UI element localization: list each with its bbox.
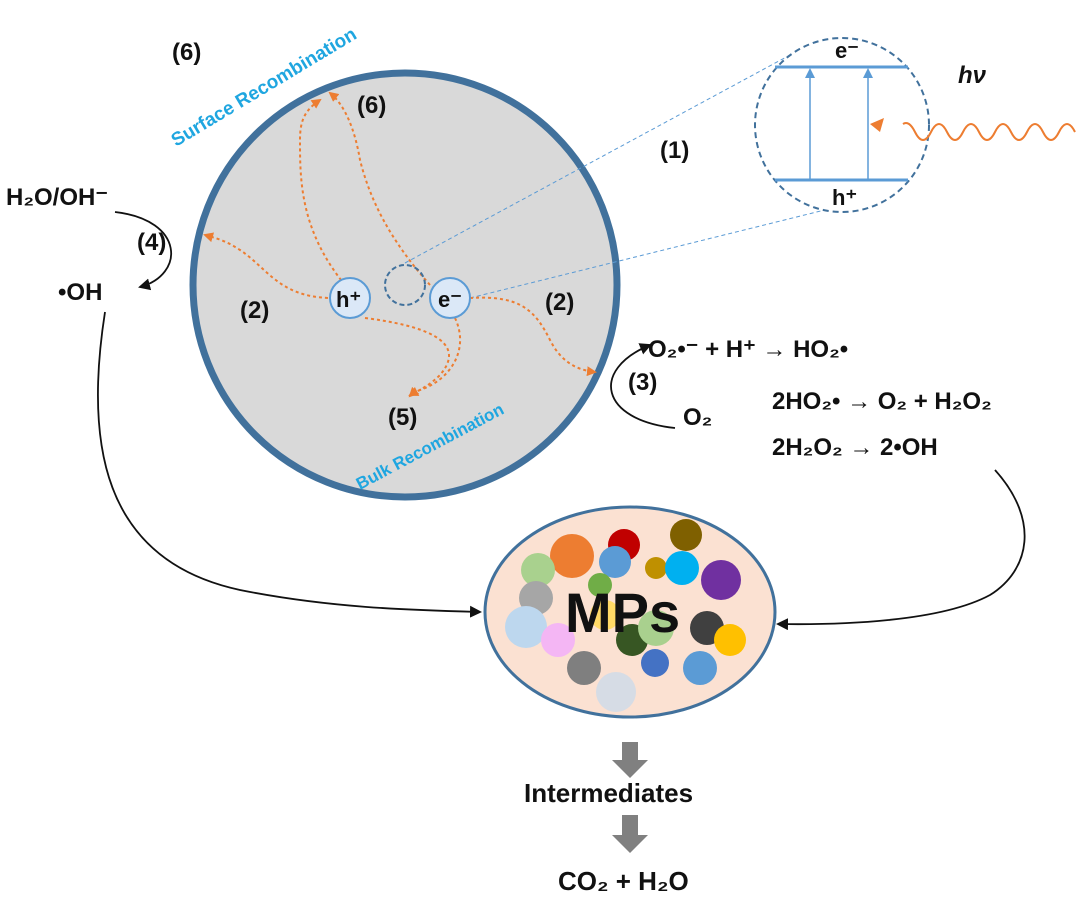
mp-particle: [665, 551, 699, 585]
mp-particle: [521, 553, 555, 587]
products-label: CO₂ + H₂O: [558, 866, 689, 896]
intermediates-label: Intermediates: [524, 778, 693, 808]
step-6-inner-label: (6): [357, 92, 386, 119]
photocatalyst-particle: [189, 69, 621, 501]
mp-particle: [590, 600, 620, 630]
step-2-left-label: (2): [240, 297, 269, 324]
reaction-4-arrow: [114, 211, 172, 291]
band-hole-label: h⁺: [832, 185, 857, 210]
mp-particle: [599, 546, 631, 578]
band-gap-inset: [754, 37, 930, 213]
step-5-label: (5): [388, 404, 417, 431]
mp-particle: [550, 534, 594, 578]
equation-3: 2H₂O₂ → 2•OH: [772, 434, 938, 461]
hv-label: hν: [958, 62, 987, 89]
hole-path-to-left-surface: [203, 232, 341, 300]
down-arrow-2: [612, 815, 648, 853]
oxygen-label: O₂: [683, 404, 712, 431]
zoom-line-bottom: [469, 199, 866, 299]
hole-path-to-bulk: [364, 317, 450, 396]
mp-particle: [638, 610, 674, 646]
mp-particle: [505, 606, 547, 648]
zoom-line-top: [404, 54, 791, 264]
hydroxyl-radical-label: •OH: [58, 279, 102, 306]
down-arrow-1: [612, 742, 648, 778]
mp-particles: [505, 519, 746, 712]
mp-particle: [714, 624, 746, 656]
electron-path-to-bulk: [408, 317, 461, 398]
mps-label: MPs: [565, 581, 680, 644]
generation-site: [384, 264, 426, 306]
step-3-label: (3): [628, 369, 657, 396]
band-electron-label: e⁻: [835, 38, 859, 63]
hole-label: h⁺: [336, 287, 361, 312]
equation-2: 2HO₂• → O₂ + H₂O₂: [772, 388, 992, 415]
equation-1: O₂•⁻ + H⁺ → HO₂•: [648, 336, 848, 363]
eq-to-mps-arrow: [776, 469, 1026, 631]
mp-particle: [670, 519, 702, 551]
water-hydroxide-label: H₂O/OH⁻: [6, 184, 108, 211]
electron-path-to-right-surface: [469, 296, 597, 377]
electron-carrier: [429, 277, 471, 319]
hole-carrier: [329, 277, 371, 319]
step-1-label: (1): [660, 137, 689, 164]
mp-particle: [683, 651, 717, 685]
mp-particle: [645, 557, 667, 579]
mp-particle: [641, 649, 669, 677]
mp-particle: [596, 672, 636, 712]
mp-particle: [541, 623, 575, 657]
light-wave: [902, 122, 1076, 141]
step-6-top-label: (6): [172, 39, 201, 66]
electron-path-to-surface-6: [328, 91, 431, 286]
mp-particle: [701, 560, 741, 600]
oh-to-mps-arrow: [97, 311, 482, 618]
step-2-right-label: (2): [545, 289, 574, 316]
light-arrowhead: [870, 118, 884, 132]
mp-particle: [588, 573, 612, 597]
reaction-3-arrow: [610, 343, 676, 429]
electron-label: e⁻: [438, 287, 462, 312]
step-4-label: (4): [137, 229, 166, 256]
mp-particle: [567, 651, 601, 685]
